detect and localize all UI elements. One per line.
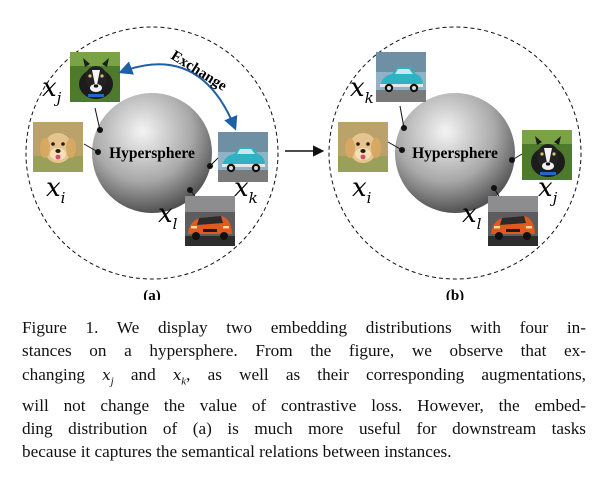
connector-xk — [209, 157, 219, 167]
label-xi: xi — [352, 173, 372, 207]
math-var: x — [172, 365, 182, 384]
label-xl: xl — [462, 199, 482, 233]
caption-line: ding distribution of (a) is much more us… — [22, 419, 586, 439]
connector-xi — [83, 143, 99, 153]
outer-dashed-circle — [328, 26, 582, 280]
connector-xj — [511, 153, 523, 161]
math-sub: k — [181, 375, 187, 388]
label-xj: xj — [538, 173, 558, 207]
label-xk: xk — [350, 73, 374, 107]
caption-line: changing xj and xk, as well as their cor… — [22, 363, 586, 394]
exchange-label: Exchange — [168, 48, 230, 95]
caption-line: stances on a hypersphere. From the figur… — [22, 341, 586, 361]
caption-text: changing — [22, 364, 103, 384]
panel-a: Hypersphere Exchange xj xi xk xl (a) — [25, 26, 279, 300]
orange-sports-car-photo — [488, 196, 538, 246]
hypersphere-label: Hypersphere — [109, 145, 195, 162]
connector-xj — [94, 107, 101, 131]
label-xk: xk — [234, 173, 258, 207]
orange-sports-car-photo — [185, 196, 235, 246]
hypersphere-label: Hypersphere — [412, 145, 498, 162]
golden-retriever-puppy-photo — [338, 122, 388, 172]
connector-xk — [399, 105, 405, 129]
math-sub: j — [110, 375, 114, 388]
caption-line: because it captures the semantical relat… — [22, 442, 452, 462]
panel-label-b: (b) — [446, 288, 464, 300]
outer-dashed-circle — [25, 26, 279, 280]
label-xi: xi — [46, 173, 66, 207]
figure-diagram: Hypersphere Exchange xj xi xk xl (a) Hyp… — [25, 26, 582, 300]
figure-caption: Figure 1. We display two embedding distr… — [22, 316, 586, 464]
puppy-dog-photo — [70, 52, 120, 102]
point-xj — [509, 157, 515, 163]
caption-text: , as well as their corresponding augment… — [186, 364, 586, 384]
panel-label-a: (a) — [143, 288, 161, 300]
label-xj: xj — [42, 73, 62, 107]
teal-classic-car-photo — [376, 52, 426, 102]
connector-xi — [387, 141, 403, 151]
caption-line: will not change the value of contrastive… — [22, 395, 586, 415]
hypersphere — [395, 93, 515, 213]
panel-b: Hypersphere xk xi xj xl (b) — [328, 26, 582, 300]
label-xl: xl — [158, 199, 178, 233]
caption-text: and — [113, 364, 173, 384]
math-var: x — [102, 365, 111, 384]
golden-retriever-puppy-photo — [33, 122, 83, 172]
caption-line: Figure 1. We display two embedding distr… — [22, 318, 586, 337]
exchange-arrow — [118, 61, 238, 131]
